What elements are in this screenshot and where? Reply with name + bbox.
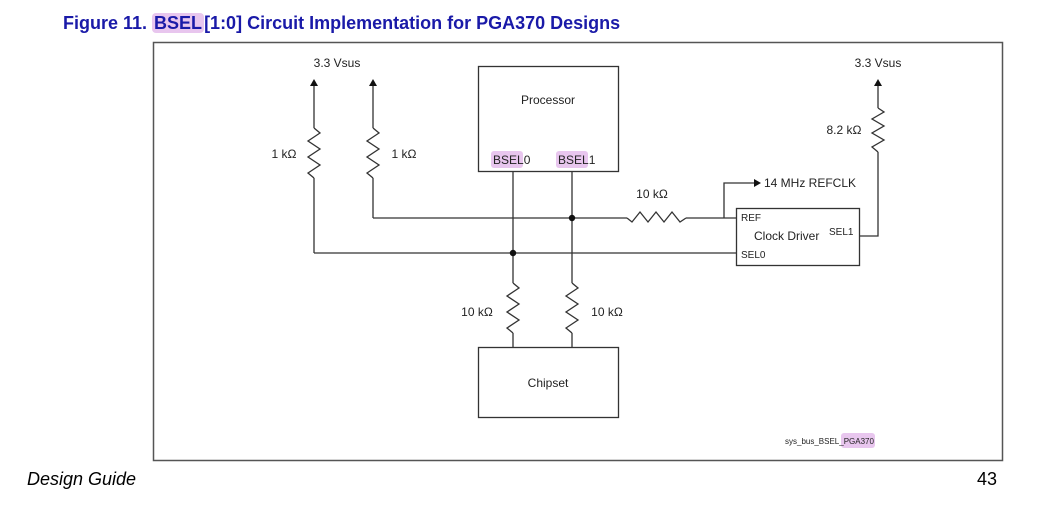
supply-arrow-icon bbox=[310, 79, 318, 86]
pin-bsel0: BSEL0 bbox=[493, 153, 531, 167]
resistor-10k-chipset-a bbox=[505, 282, 521, 348]
resistor-1k-b bbox=[365, 84, 381, 218]
processor-label: Processor bbox=[521, 93, 575, 107]
figure-file-id: sys_bus_BSEL_PGA370 bbox=[785, 437, 874, 446]
resistor-label-10k-series: 10 kΩ bbox=[636, 187, 668, 201]
clock-driver-box bbox=[735, 207, 861, 267]
chipset-box bbox=[477, 346, 620, 419]
figure-prefix: Figure 11. bbox=[63, 13, 153, 33]
resistor-label-10k-chipset-a: 10 kΩ bbox=[461, 305, 493, 319]
resistor-1k-a bbox=[306, 84, 322, 253]
chipset-label: Chipset bbox=[528, 376, 569, 390]
footer-doc-title: Design Guide bbox=[27, 469, 137, 489]
pin-ref: REF bbox=[741, 213, 761, 224]
supply-arrow-icon bbox=[369, 79, 377, 86]
figure-frame bbox=[152, 41, 1004, 462]
page-number: 43 bbox=[977, 469, 998, 489]
pin-bsel1: BSEL1 bbox=[558, 153, 596, 167]
supply-label-left: 3.3 Vsus bbox=[314, 56, 361, 70]
supply-label-right: 3.3 Vsus bbox=[855, 56, 902, 70]
pin-sel1: SEL1 bbox=[829, 227, 854, 238]
refclk-arrow-icon bbox=[754, 179, 761, 187]
resistor-label-10k-chipset-b: 10 kΩ bbox=[591, 305, 623, 319]
figure-suffix: [1:0] Circuit Implementation for PGA370 … bbox=[204, 13, 621, 33]
resistor-10k-chipset-b bbox=[564, 282, 580, 348]
resistor-label-8k2: 8.2 kΩ bbox=[827, 123, 862, 137]
figure-highlight[interactable]: BSEL bbox=[152, 13, 205, 33]
resistor-8k2 bbox=[860, 84, 886, 237]
resistor-label-1k-a: 1 kΩ bbox=[272, 147, 297, 161]
supply-arrow-icon bbox=[874, 79, 882, 86]
resistor-10k-series bbox=[626, 210, 736, 224]
junction-dot bbox=[509, 249, 517, 257]
figure-title: Figure 11. BSEL[1:0] Circuit Implementat… bbox=[63, 13, 620, 34]
clock-driver-label: Clock Driver bbox=[754, 229, 819, 243]
pin-sel0: SEL0 bbox=[741, 250, 766, 261]
refclk-label: 14 MHz REFCLK bbox=[764, 176, 856, 190]
resistor-label-1k-b: 1 kΩ bbox=[392, 147, 417, 161]
junction-dot bbox=[568, 214, 576, 222]
